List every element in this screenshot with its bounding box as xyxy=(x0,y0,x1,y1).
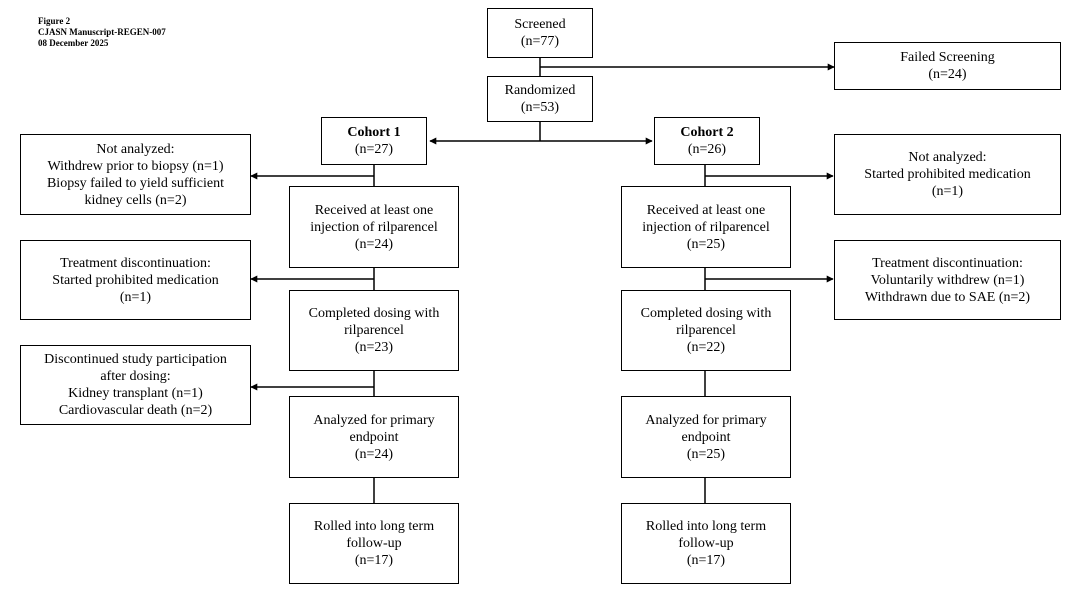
box-text-line: Screened xyxy=(514,17,566,32)
box-c1-not-analyzed: Not analyzed:Withdrew prior to biopsy (n… xyxy=(20,134,251,215)
box-text-line: Not analyzed: xyxy=(96,141,175,157)
figure-label: Figure 2 xyxy=(38,16,71,26)
box-text-line: Rolled into long term xyxy=(313,519,435,534)
box-text-line: (n=24) xyxy=(928,67,967,82)
box-text-line: (n=17) xyxy=(354,553,394,568)
box-c2-completed-dosing: Completed dosing with rilparencel (n=22) xyxy=(621,290,791,371)
box-text-line: follow-up xyxy=(346,536,402,551)
box-text-line: (n=1) xyxy=(931,184,964,199)
box-text-line: endpoint xyxy=(681,429,731,445)
box-c1-treatment-discontinuation: Treatment discontinuation:Started prohib… xyxy=(20,240,251,320)
box-text-line: Treatment discontinuation: xyxy=(60,255,211,271)
box-text-line: Withdrew prior to biopsy (n=1) xyxy=(47,158,224,174)
box-text-line: follow-up xyxy=(678,536,734,551)
box-text-line: (n=25) xyxy=(686,446,726,462)
box-text-line: kidney cells (n=2) xyxy=(84,192,187,208)
box-c2-not-analyzed: Not analyzed: Started prohibited medicati… xyxy=(834,134,1061,215)
box-text-line: Started prohibited medication xyxy=(864,167,1031,182)
box-failed-screening: Failed Screening (n=24) xyxy=(834,42,1061,90)
box-text-line: endpoint xyxy=(349,429,399,445)
box-text-line: Not analyzed: xyxy=(908,150,987,165)
box-text-line: Completed dosing with xyxy=(640,306,772,321)
box-text-line: (n=23) xyxy=(354,340,394,355)
cohort-1-title: Cohort 1 xyxy=(347,125,401,140)
box-text-line: (n=77) xyxy=(520,34,560,49)
box-text-line: Cardiovascular death (n=2) xyxy=(58,403,213,418)
box-text-line: rilparencel xyxy=(676,323,736,338)
box-c1-completed-dosing: Completed dosing with rilparencel (n=23) xyxy=(289,290,459,371)
box-text-line: (n=1) xyxy=(119,289,152,305)
box-cohort-2: Cohort 2 (n=26) xyxy=(654,117,760,165)
box-text-line: Completed dosing with xyxy=(308,306,440,321)
cohort-2-count: (n=26) xyxy=(687,142,727,157)
box-cohort-1: Cohort 1 (n=27) xyxy=(321,117,427,165)
box-text-line: Analyzed for primary xyxy=(313,412,435,428)
box-text-line: Analyzed for primary xyxy=(645,412,767,428)
box-c1-discontinued-study: Discontinued study participation after do… xyxy=(20,345,251,425)
box-text-line: Received at least one xyxy=(646,202,766,218)
box-text-line: (n=53) xyxy=(520,100,560,115)
box-screened: Screened (n=77) xyxy=(487,8,593,58)
box-text-line: Kidney transplant (n=1) xyxy=(68,386,203,401)
box-text-line: (n=24) xyxy=(354,446,394,462)
box-text-line: injection of rilparencel xyxy=(642,219,770,235)
box-c2-treatment-discontinuation: Treatment discontinuation:Voluntarily wi… xyxy=(834,240,1061,320)
manuscript-id: CJASN Manuscript-REGEN-007 xyxy=(38,27,166,37)
box-text-line: Received at least one xyxy=(314,202,434,218)
box-text-line: Voluntarily withdrew (n=1) xyxy=(870,272,1025,288)
box-text-line: Rolled into long term xyxy=(645,519,767,534)
box-text-line: (n=17) xyxy=(686,553,726,568)
box-text-line: (n=24) xyxy=(354,236,394,252)
box-randomized: Randomized (n=53) xyxy=(487,76,593,122)
box-text-line: Treatment discontinuation: xyxy=(872,255,1023,271)
box-text-line: Failed Screening xyxy=(900,50,995,65)
box-c2-rolled-follow-up: Rolled into long term follow-up (n=17) xyxy=(621,503,791,584)
box-text-line: injection of rilparencel xyxy=(310,219,438,235)
box-text-line: (n=25) xyxy=(686,236,726,252)
box-text-line: Withdrawn due to SAE (n=2) xyxy=(864,289,1031,305)
cohort-1-count: (n=27) xyxy=(354,142,394,157)
box-text-line: (n=22) xyxy=(686,340,726,355)
box-text-line: rilparencel xyxy=(344,323,404,338)
box-text-line: Started prohibited medication xyxy=(52,272,219,288)
box-text-line: Randomized xyxy=(504,83,576,98)
box-text-line: after dosing: xyxy=(100,369,171,384)
cohort-2-title: Cohort 2 xyxy=(680,125,734,140)
box-c1-rolled-follow-up: Rolled into long term follow-up (n=17) xyxy=(289,503,459,584)
figure-header: Figure 2 CJASN Manuscript-REGEN-007 08 D… xyxy=(38,16,166,49)
figure-date: 08 December 2025 xyxy=(38,38,109,48)
box-text-line: Discontinued study participation xyxy=(44,352,227,367)
box-text-line: Biopsy failed to yield sufficient xyxy=(46,175,225,191)
